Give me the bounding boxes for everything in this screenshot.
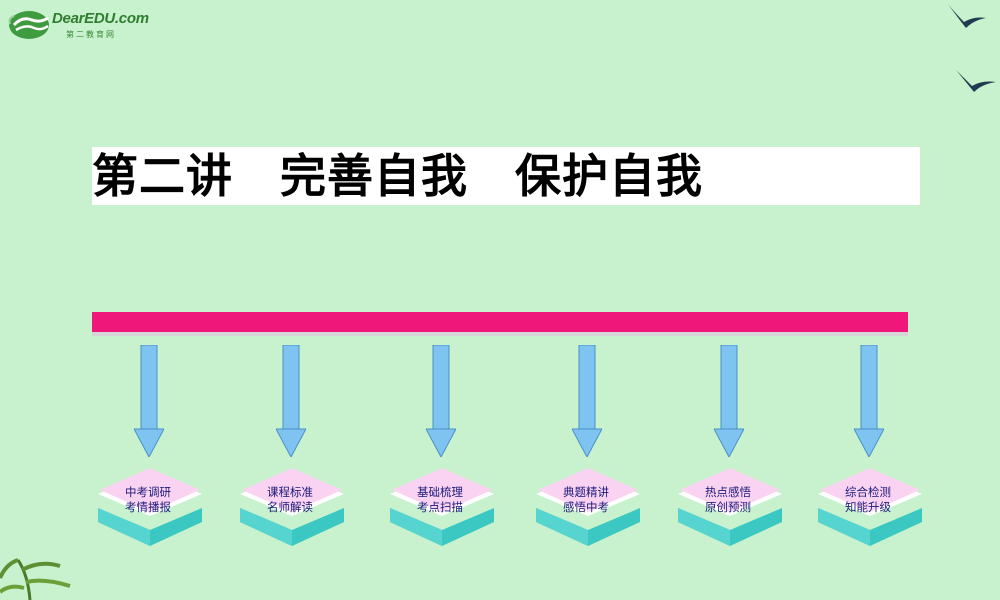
step-label-line1: 基础梳理: [417, 485, 463, 499]
birds-icon: [948, 4, 996, 92]
logo-mark-icon: [8, 11, 49, 39]
step-label: 典题精讲 感悟中考: [536, 485, 636, 515]
step-plate: [98, 468, 202, 546]
step-plate: [390, 468, 494, 546]
step-label: 综合检测 知能升级: [818, 485, 918, 515]
title-band: [92, 147, 920, 205]
down-arrow-icon: [572, 345, 602, 457]
step-2[interactable]: 课程标准 名师解读: [240, 345, 360, 555]
logo-brand: DearEDU.com: [52, 10, 149, 27]
step-label: 热点感悟 原创预测: [678, 485, 778, 515]
step-label: 中考调研 考情播报: [98, 485, 198, 515]
step-label-line1: 热点感悟: [705, 485, 751, 499]
step-label-line1: 课程标准: [267, 485, 313, 499]
step-label-line2: 名师解读: [267, 500, 313, 514]
step-label-line2: 知能升级: [845, 500, 891, 514]
logo-subtitle: 第二教育网: [66, 30, 116, 39]
step-4[interactable]: 典题精讲 感悟中考: [536, 345, 656, 555]
step-label: 课程标准 名师解读: [240, 485, 340, 515]
step-label: 基础梳理 考点扫描: [390, 485, 490, 515]
step-1[interactable]: 中考调研 考情播报: [98, 345, 218, 555]
step-6[interactable]: 综合检测 知能升级: [818, 345, 938, 555]
down-arrow-icon: [134, 345, 164, 457]
step-plate: [536, 468, 640, 546]
step-label-line2: 考情播报: [125, 500, 171, 514]
down-arrow-icon: [854, 345, 884, 457]
logo: DearEDU.com 第二教育网: [8, 4, 149, 46]
steps: 中考调研 考情播报 课程标准 名师解读: [0, 345, 1000, 565]
step-plate: [818, 468, 922, 546]
step-label-line2: 感悟中考: [563, 500, 609, 514]
down-arrow-icon: [714, 345, 744, 457]
down-arrow-icon: [426, 345, 456, 457]
step-label-line2: 考点扫描: [417, 500, 463, 514]
step-5[interactable]: 热点感悟 原创预测: [678, 345, 798, 555]
timeline-bar: [92, 312, 908, 336]
step-label-line1: 典题精讲: [563, 485, 609, 499]
step-3[interactable]: 基础梳理 考点扫描: [390, 345, 510, 555]
plant-icon: [0, 558, 71, 600]
page-title: 第二讲 完善自我 保护自我: [92, 149, 703, 203]
down-arrow-icon: [276, 345, 306, 457]
step-label-line2: 原创预测: [705, 500, 751, 514]
step-label-line1: 中考调研: [125, 485, 171, 499]
step-plate: [240, 468, 344, 546]
step-plate: [678, 468, 782, 546]
step-label-line1: 综合检测: [845, 485, 891, 499]
